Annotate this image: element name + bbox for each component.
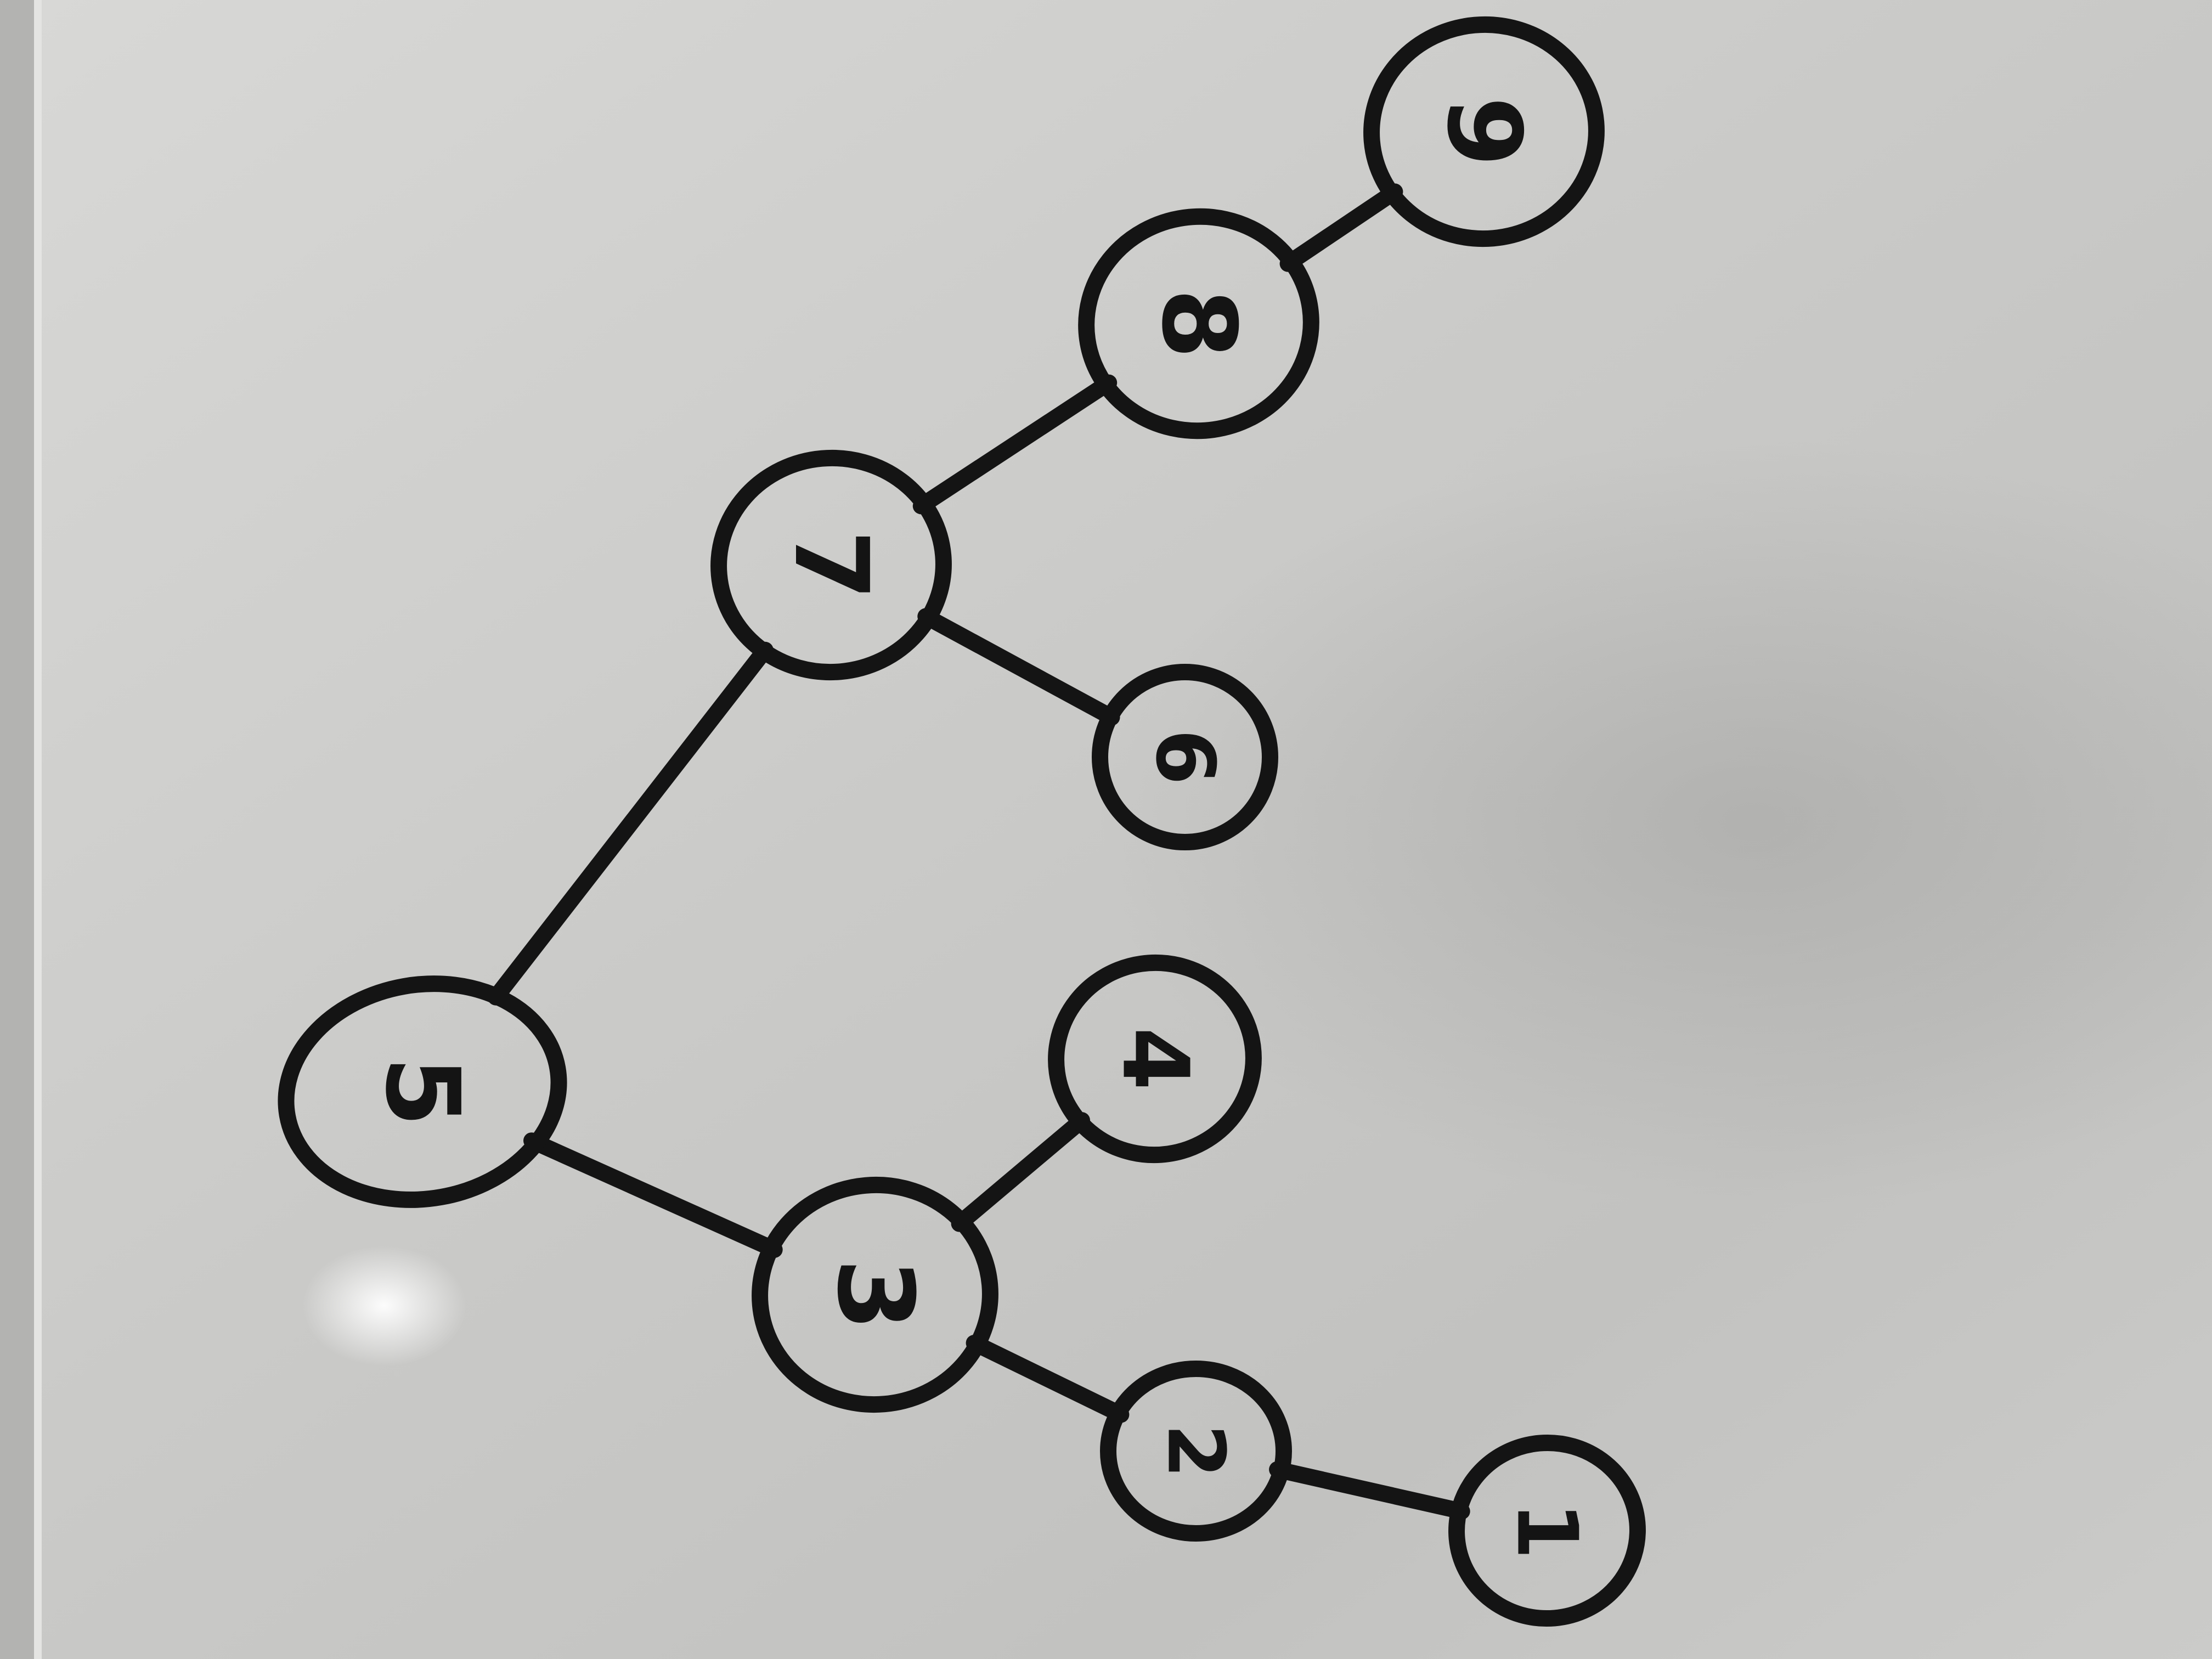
node-circle-7 bbox=[710, 449, 952, 681]
node-label-9: 9 bbox=[1425, 97, 1543, 167]
node-label-7: 7 bbox=[772, 530, 890, 601]
node-circle-5 bbox=[278, 975, 567, 1208]
node-label-1: 1 bbox=[1499, 1502, 1596, 1560]
node-circle-4 bbox=[1048, 954, 1262, 1164]
node-circle-2 bbox=[1100, 1361, 1292, 1542]
node-circle-1 bbox=[1448, 1434, 1646, 1627]
edge-3-4 bbox=[951, 1112, 1090, 1232]
edge-5-7 bbox=[487, 641, 774, 1006]
node-4: 4 bbox=[1048, 954, 1262, 1164]
board-frame-highlight bbox=[34, 0, 42, 1659]
node-6: 6 bbox=[1092, 664, 1278, 850]
edge-7-8 bbox=[912, 374, 1118, 515]
node-2: 2 bbox=[1100, 1361, 1292, 1542]
node-5: 5 bbox=[278, 975, 567, 1208]
node-label-2: 2 bbox=[1150, 1424, 1242, 1479]
node-circle-9 bbox=[1363, 16, 1605, 247]
node-label-5: 5 bbox=[363, 1057, 482, 1127]
edge-8-9 bbox=[1279, 183, 1403, 272]
edge-2-1 bbox=[1269, 1461, 1470, 1520]
node-label-3: 3 bbox=[815, 1259, 936, 1331]
node-3: 3 bbox=[752, 1176, 998, 1413]
light-glare bbox=[302, 1245, 466, 1366]
edge-5-3 bbox=[523, 1132, 783, 1258]
node-1: 1 bbox=[1448, 1434, 1646, 1627]
edge-7-6 bbox=[917, 608, 1120, 726]
node-9: 9 bbox=[1363, 16, 1605, 247]
node-circle-3 bbox=[752, 1176, 998, 1413]
node-circle-6 bbox=[1092, 664, 1278, 850]
node-label-6: 6 bbox=[1138, 729, 1232, 785]
tree-edges bbox=[487, 183, 1470, 1520]
board-frame-edge bbox=[0, 0, 38, 1659]
tree-nodes: 5 7 8 9 6 3 4 2 1 bbox=[278, 16, 1646, 1627]
node-8: 8 bbox=[1078, 208, 1319, 439]
shadow-region bbox=[1097, 439, 2212, 1207]
node-label-8: 8 bbox=[1139, 289, 1258, 359]
edge-3-2 bbox=[966, 1335, 1130, 1423]
node-circle-8 bbox=[1078, 208, 1319, 439]
node-label-4: 4 bbox=[1102, 1027, 1208, 1091]
node-7: 7 bbox=[710, 449, 952, 681]
